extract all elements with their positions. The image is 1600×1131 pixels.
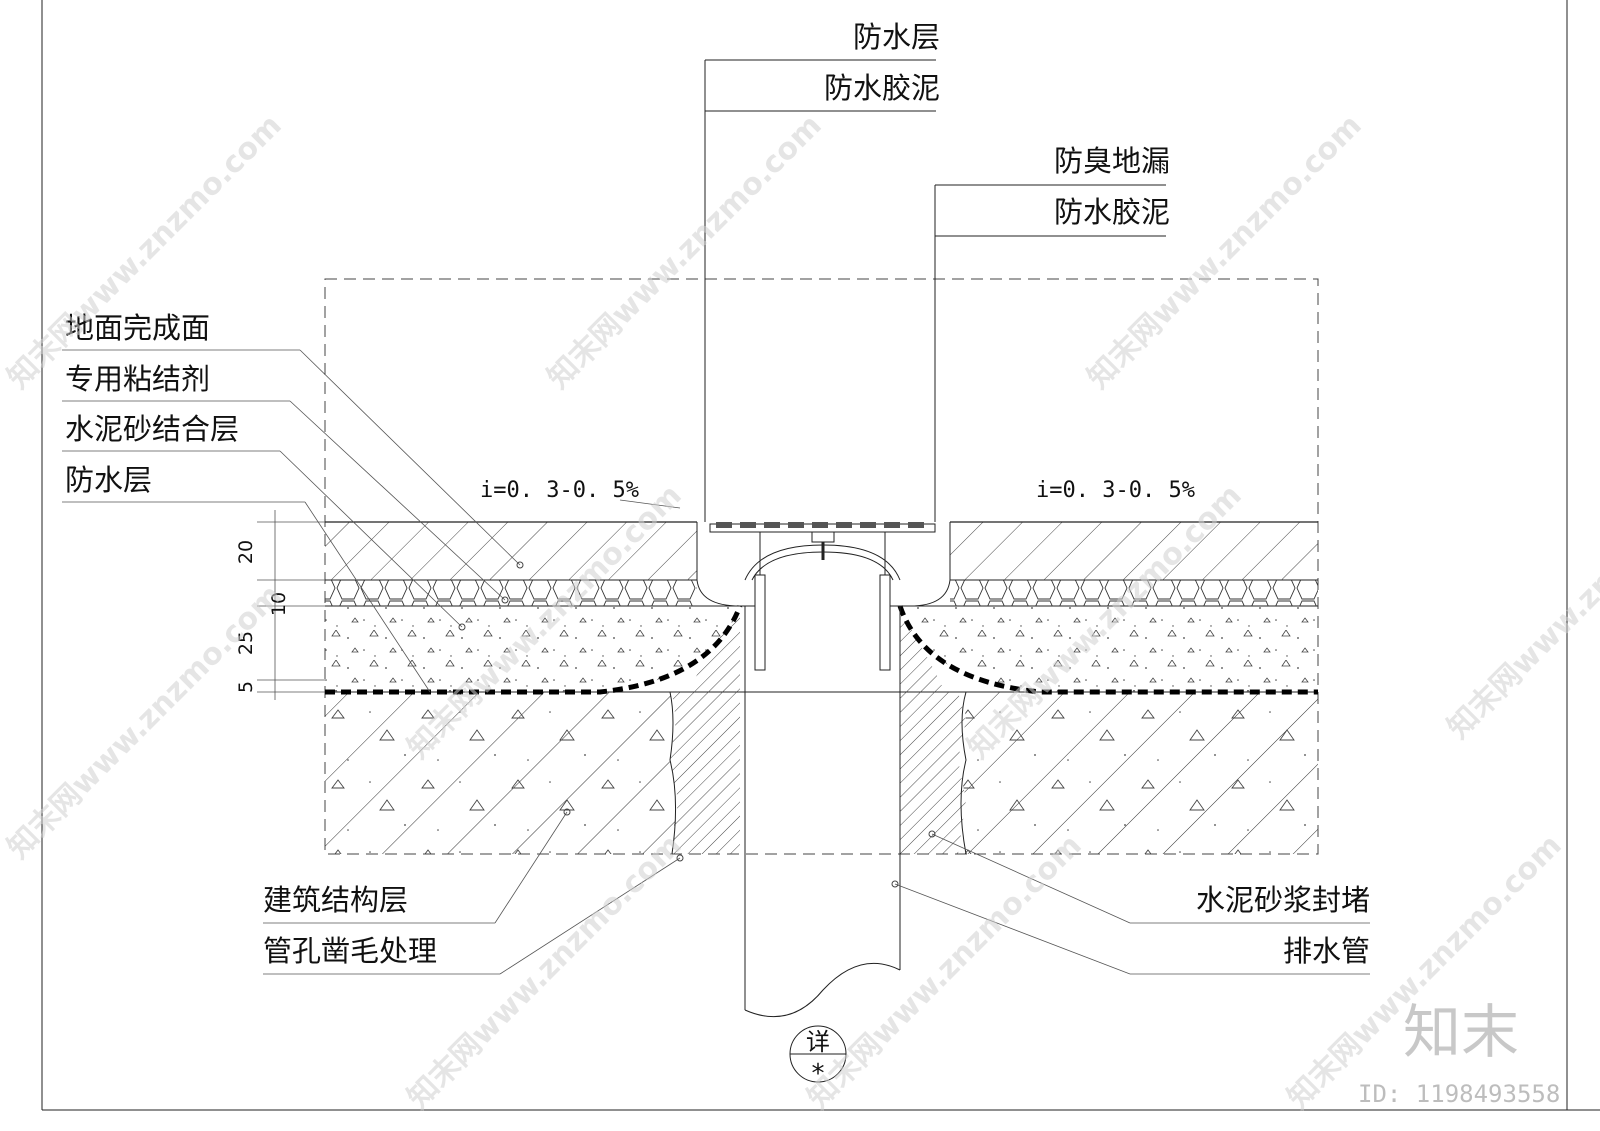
watermark-text: 知末网www.znzmo.com: [1, 578, 289, 866]
dimension-chain: 20 10 25 5: [235, 510, 325, 700]
finish-layer: [325, 521, 1318, 580]
watermark-text: 知末网www.znzmo.com: [401, 828, 689, 1116]
detail-mark-top: 详: [806, 1028, 830, 1056]
adhesive-layer: [325, 579, 1318, 606]
label-drain-mastic: 防水胶泥: [1054, 195, 1170, 229]
slope-right: i=0. 3-0. 5%: [1036, 478, 1195, 503]
structural-layer: [325, 691, 1318, 854]
label-cement-bond: 水泥砂结合层: [65, 412, 239, 446]
detail-mark: 详 *: [789, 1025, 847, 1089]
label-drain-pipe: 排水管: [1283, 934, 1370, 968]
dim-10: 10: [268, 592, 290, 616]
label-floor-finish: 地面完成面: [65, 311, 210, 345]
watermark-text: 知末网www.znzmo.com: [1, 108, 289, 396]
watermark-text: 知末网www.znzmo.com: [1441, 458, 1600, 746]
leaders-bottom-left: [263, 808, 684, 975]
watermark-id: ID: 1198493558: [1358, 1080, 1560, 1108]
drain-pipe: [744, 606, 901, 1018]
cement-sand-layer: [325, 605, 1318, 692]
drain-grate: [716, 522, 924, 528]
watermark-text: 知末网www.znzmo.com: [1281, 828, 1569, 1116]
drain-body: [696, 522, 951, 671]
dim-20: 20: [235, 540, 257, 564]
leaders-bottom-right: [891, 830, 1370, 975]
leaders-left: [62, 349, 524, 693]
watermark-text: 知末网www.znzmo.com: [541, 108, 829, 396]
dim-25: 25: [235, 631, 257, 655]
label-structure: 建筑结构层: [263, 883, 408, 917]
label-adhesive: 专用粘结剂: [65, 362, 210, 396]
leader-top-right: [934, 184, 1166, 522]
detail-mark-bottom: *: [812, 1059, 825, 1089]
label-top-mastic: 防水胶泥: [824, 71, 940, 105]
label-odor-drain: 防臭地漏: [1054, 144, 1170, 178]
leader-top-center: [704, 59, 936, 522]
watermark-brand: 知末: [1403, 998, 1519, 1066]
label-waterproof: 防水层: [65, 463, 152, 497]
label-hole-roughen: 管孔凿毛处理: [263, 934, 437, 968]
dim-5: 5: [235, 681, 257, 693]
mortar-seal: [669, 610, 967, 855]
slope-arrow-left: [619, 499, 681, 509]
label-mortar-seal: 水泥砂浆封堵: [1196, 883, 1370, 917]
slope-left: i=0. 3-0. 5%: [480, 478, 639, 503]
waterproof-membrane: [325, 605, 1318, 695]
label-top-waterproof: 防水层: [853, 20, 940, 54]
